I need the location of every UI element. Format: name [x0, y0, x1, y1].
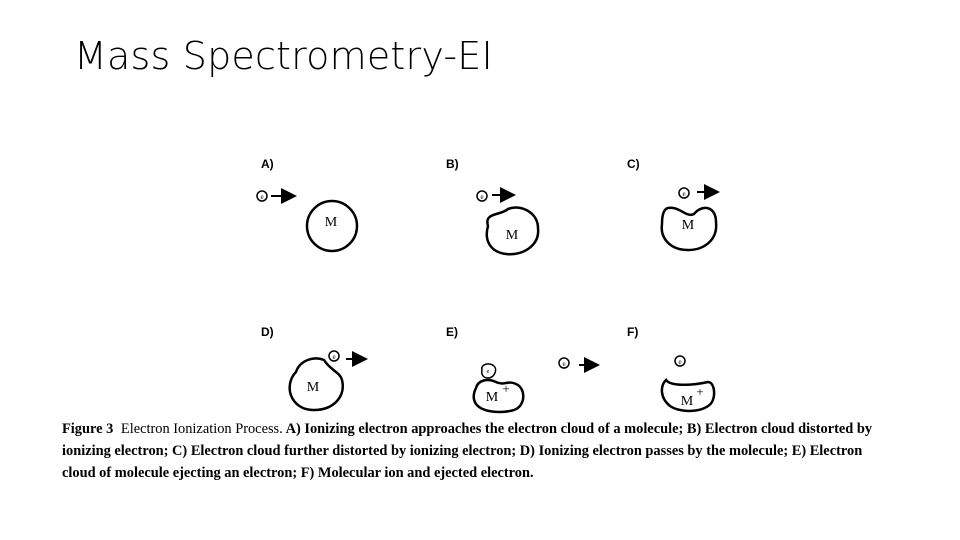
electron-symbol: e — [678, 358, 681, 366]
molecule-label-d: M — [307, 380, 320, 395]
panel-d-label: D) — [261, 325, 274, 339]
panel-c: C) e M — [627, 157, 720, 252]
figure-label: Figure 3 — [62, 421, 114, 437]
figure-caption: Figure 3 Electron Ionization Process. A)… — [62, 418, 882, 484]
plus-sign-e: + — [502, 381, 509, 396]
molecule-label-c: M — [682, 218, 695, 233]
electron-symbol: e — [260, 193, 263, 201]
molecule-cloud-a — [305, 199, 359, 253]
panel-a-label: A) — [261, 157, 274, 171]
electron-f: e — [674, 355, 686, 367]
electron-e-ejecting: e — [481, 363, 497, 379]
molecular-ion-cloud-f — [660, 378, 716, 413]
slide-title: Mass Spectrometry-EI — [74, 34, 493, 78]
ion-label-f: M — [681, 394, 694, 409]
electron-d: e — [328, 350, 340, 362]
molecule-cloud-c — [660, 206, 718, 252]
electron-symbol: e — [480, 193, 483, 201]
panel-b-label: B) — [446, 157, 459, 171]
figure-caption-text: A) Ionizing electron approaches the elec… — [62, 421, 873, 481]
panel-e: E) e M + e — [446, 325, 600, 414]
molecule-cloud-e — [472, 378, 525, 414]
panel-a: A) e M — [256, 157, 359, 253]
panel-b: B) e M — [446, 157, 540, 256]
molecule-label-a: M — [325, 215, 338, 230]
plus-sign-f: + — [696, 384, 703, 399]
electron-symbol: e — [682, 190, 685, 198]
ion-label-e: M — [486, 390, 499, 405]
electron-a: e — [256, 190, 268, 202]
electron-b: e — [476, 190, 488, 202]
panel-d: D) e M — [261, 325, 368, 412]
molecule-cloud-b — [485, 206, 540, 256]
electron-symbol: e — [487, 369, 490, 375]
panel-f-label: F) — [627, 325, 638, 339]
electron-c: e — [678, 187, 690, 199]
electron-symbol: e — [332, 353, 335, 361]
panel-c-label: C) — [627, 157, 640, 171]
electron-symbol: e — [562, 360, 565, 368]
molecule-label-b: M — [506, 228, 519, 243]
panel-f: F) e M + — [627, 325, 716, 413]
panel-e-label: E) — [446, 325, 458, 339]
molecule-cloud-d — [288, 357, 345, 412]
figure-title: Electron Ionization Process. — [120, 421, 283, 437]
electron-e-free: e — [558, 357, 570, 369]
